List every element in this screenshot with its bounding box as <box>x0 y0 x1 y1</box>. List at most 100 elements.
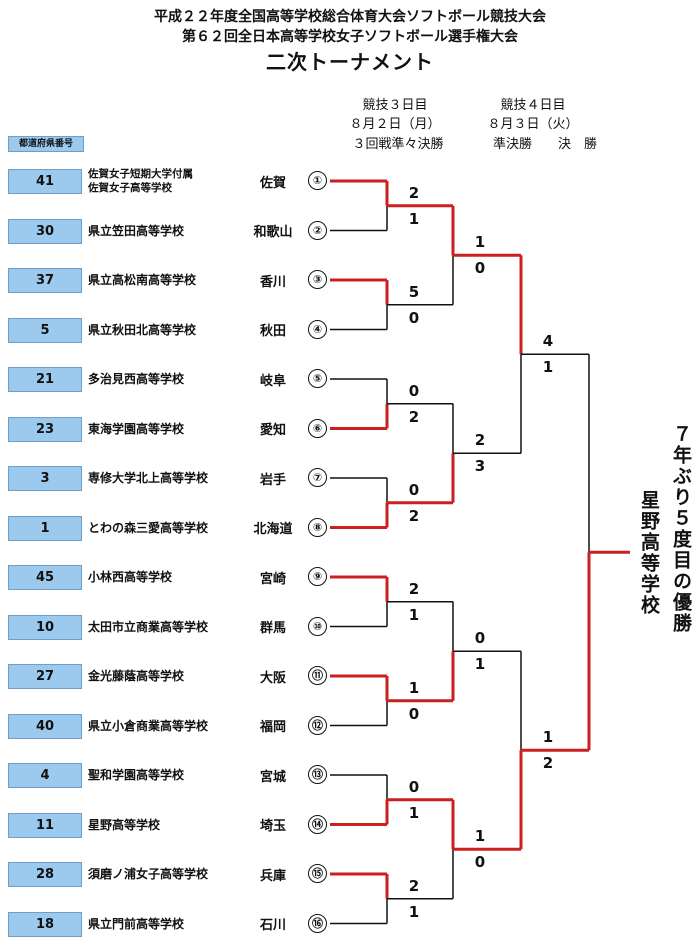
table-row: 4 聖和学園高等学校 宮城 ⑬ <box>0 760 340 790</box>
school-name: 県立秋田北高等学校 <box>88 322 197 337</box>
prefecture-name: 大阪 <box>259 670 286 686</box>
prefecture-name: 北海道 <box>253 522 293 537</box>
match-score: 2 <box>542 754 554 773</box>
pref-number-badge: 45 <box>8 565 82 590</box>
table-row: 21 多治見西高等学校 岐阜 ⑤ <box>0 364 340 394</box>
match-score: 2 <box>408 876 420 895</box>
day4-date: ８月３日（火） <box>487 117 579 132</box>
prefecture-name: 福岡 <box>259 720 286 735</box>
match-score: 0 <box>408 777 420 796</box>
match-score: 2 <box>408 506 420 525</box>
seed-number: ⑥ <box>308 418 327 438</box>
match-score: 0 <box>474 629 486 648</box>
match-score: 0 <box>474 259 486 278</box>
pref-number-badge: 40 <box>8 713 82 739</box>
prefecture-name: 宮城 <box>259 769 286 785</box>
match-score: 0 <box>408 480 420 499</box>
prefecture-name: 秋田 <box>259 324 286 339</box>
seed-number: ④ <box>308 319 327 339</box>
seed-number: ⑪ <box>308 666 327 685</box>
prefecture-name: 岩手 <box>259 472 286 488</box>
school-name: 金光藤蔭高等学校 <box>88 669 185 683</box>
day4-round: 準決勝 決 勝 <box>492 137 597 152</box>
seed-number: ⑮ <box>308 864 327 883</box>
school-name: 太田市立商業高等学校 <box>88 619 209 634</box>
school-name: 東海学園高等学校 <box>88 421 185 436</box>
seed-number: ① <box>308 171 327 190</box>
match-score: 4 <box>542 332 554 351</box>
match-score: 1 <box>474 233 486 252</box>
champion-name: 星野高等学校 <box>638 490 660 616</box>
match-score: 5 <box>408 282 420 301</box>
pref-number-badge: 30 <box>8 218 82 244</box>
pref-number-badge: 11 <box>8 812 82 838</box>
match-score: 0 <box>408 704 420 723</box>
champion-note: ７年ぶり５度目の優勝 <box>670 424 692 634</box>
pref-number-badge: 37 <box>8 268 82 293</box>
table-row: 37 県立高松南高等学校 香川 ③ <box>0 265 340 295</box>
match-score: 1 <box>408 902 420 921</box>
prefecture-name: 埼玉 <box>259 819 286 834</box>
pref-number-badge: 41 <box>8 169 82 194</box>
championship-title: 第６２回全日本高等学校女子ソフトボール選手権大会 <box>182 29 518 45</box>
pref-number-badge: 5 <box>8 317 82 343</box>
day4-label: 競技４日目 <box>500 98 566 113</box>
school-name: 県立高松南高等学校 <box>88 273 197 287</box>
school-name: 県立笠田高等学校 <box>88 223 185 238</box>
pref-number-badge: 1 <box>8 515 82 541</box>
prefecture-name: 宮崎 <box>259 571 286 587</box>
seed-number: ⑨ <box>308 567 327 586</box>
match-score: 1 <box>408 209 420 228</box>
match-score: 1 <box>542 728 554 747</box>
pref-number-header: 都道府県番号 <box>8 136 84 152</box>
pref-number-badge: 3 <box>8 466 82 491</box>
pref-number-badge: 4 <box>8 763 82 788</box>
match-score: 1 <box>408 605 420 624</box>
match-score: 0 <box>474 853 486 872</box>
prefecture-name: 佐賀 <box>259 175 286 191</box>
prefecture-name: 兵庫 <box>259 868 286 884</box>
match-score: 2 <box>474 431 486 450</box>
match-score: 2 <box>408 407 420 426</box>
match-score: 1 <box>542 358 554 377</box>
table-row: 40 県立小倉商業高等学校 福岡 ⑫ <box>0 711 340 741</box>
pref-number-badge: 10 <box>8 614 82 640</box>
match-score: 1 <box>408 678 420 697</box>
seed-number: ⑦ <box>308 468 327 487</box>
seed-number: ⑤ <box>308 369 327 388</box>
match-score: 1 <box>474 827 486 846</box>
match-score: 0 <box>408 381 420 400</box>
school-name: 県立小倉商業高等学校 <box>88 718 209 733</box>
match-score: 2 <box>408 579 420 598</box>
day3-round: ３回戦準々決勝 <box>352 137 444 152</box>
seed-number: ⑬ <box>308 765 327 784</box>
school-name: 星野高等学校 <box>88 817 161 832</box>
seed-number: ⑫ <box>308 715 327 735</box>
match-score: 2 <box>408 183 420 202</box>
seed-number: ③ <box>308 270 327 289</box>
school-name: 佐賀女子短期大学付属佐賀女子高等学校 <box>88 168 193 194</box>
match-score: 3 <box>474 457 486 476</box>
prefecture-name: 愛知 <box>259 423 286 438</box>
prefecture-name: 石川 <box>259 918 286 933</box>
school-name: 専修大学北上高等学校 <box>88 471 209 485</box>
school-name: 聖和学園高等学校 <box>88 768 185 782</box>
school-name: 多治見西高等学校 <box>88 372 185 386</box>
match-score: 1 <box>408 803 420 822</box>
match-score: 1 <box>474 655 486 674</box>
tournament-title: 平成２２年度全国高等学校総合体育大会ソフトボール競技大会 <box>154 9 546 25</box>
table-row: 3 専修大学北上高等学校 岩手 ⑦ <box>0 463 340 493</box>
prefecture-name: 岐阜 <box>259 373 286 389</box>
day3-date: ８月２日（月） <box>349 117 441 132</box>
prefecture-name: 香川 <box>259 274 286 290</box>
pref-number-badge: 21 <box>8 367 82 392</box>
